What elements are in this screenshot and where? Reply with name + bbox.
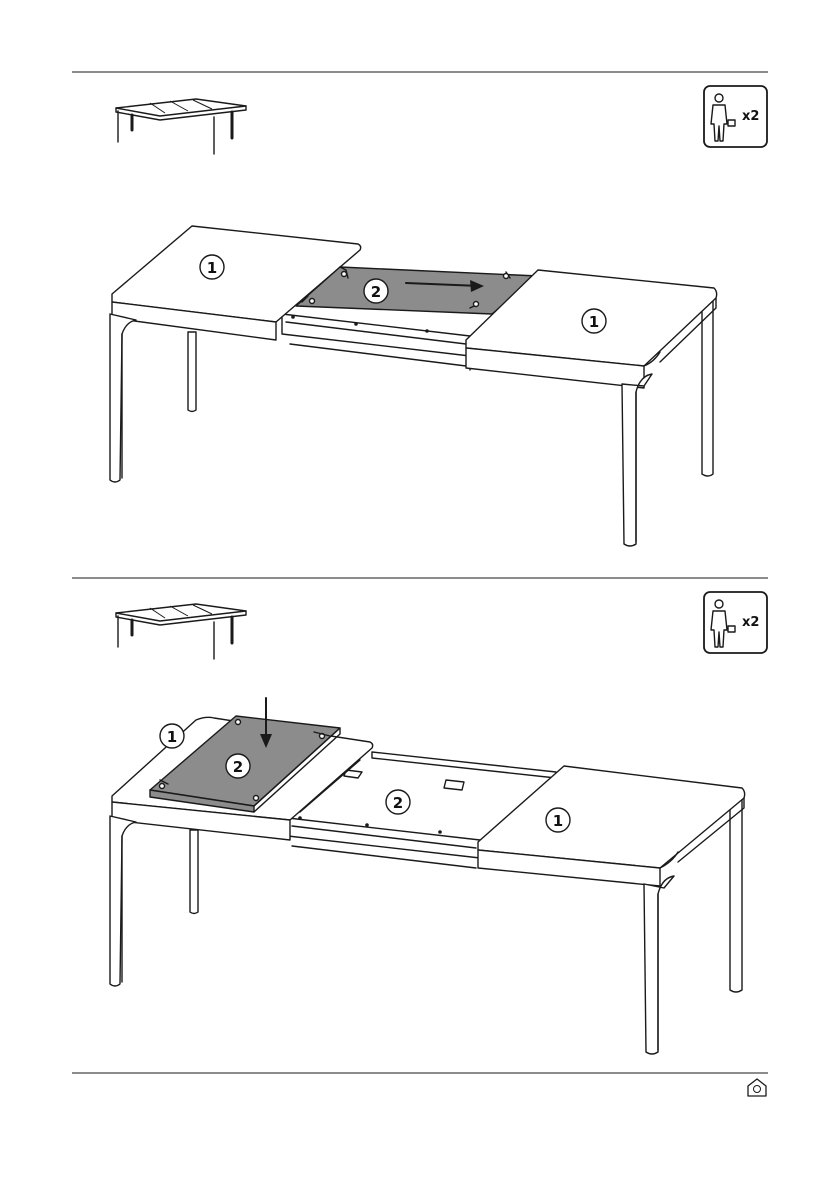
step-2-people-count: x2 [742,615,759,630]
step-1-people-badge: x2 [704,86,767,147]
svg-text:2: 2 [393,794,403,812]
step-2-table-drawing: 1 2 2 1 [110,698,745,1054]
step-1-people-count: x2 [742,109,759,124]
svg-text:1: 1 [167,728,177,746]
house-heart-logo-icon [748,1079,766,1096]
svg-text:1: 1 [589,313,599,331]
svg-text:1: 1 [207,259,217,277]
step-2-callout-right: 1 [546,808,570,832]
step-2-thumbnail-table-icon [116,604,246,659]
svg-text:1: 1 [553,812,563,830]
step-2-callout-frame: 2 [386,790,410,814]
step-2-callout-leaf: 2 [226,754,250,778]
step-1-callout-leaf: 2 [364,279,388,303]
step-2: x2 [110,592,767,1054]
step-1: x2 [110,86,767,546]
step-1-callout-left: 1 [200,255,224,279]
step-1-thumbnail-table-icon [116,99,246,154]
step-1-table-drawing: 1 2 1 [110,226,717,546]
svg-text:2: 2 [233,758,243,776]
svg-text:2: 2 [371,283,381,301]
step-2-people-badge: x2 [704,592,767,653]
step-2-callout-left: 1 [160,724,184,748]
step-1-callout-right: 1 [582,309,606,333]
